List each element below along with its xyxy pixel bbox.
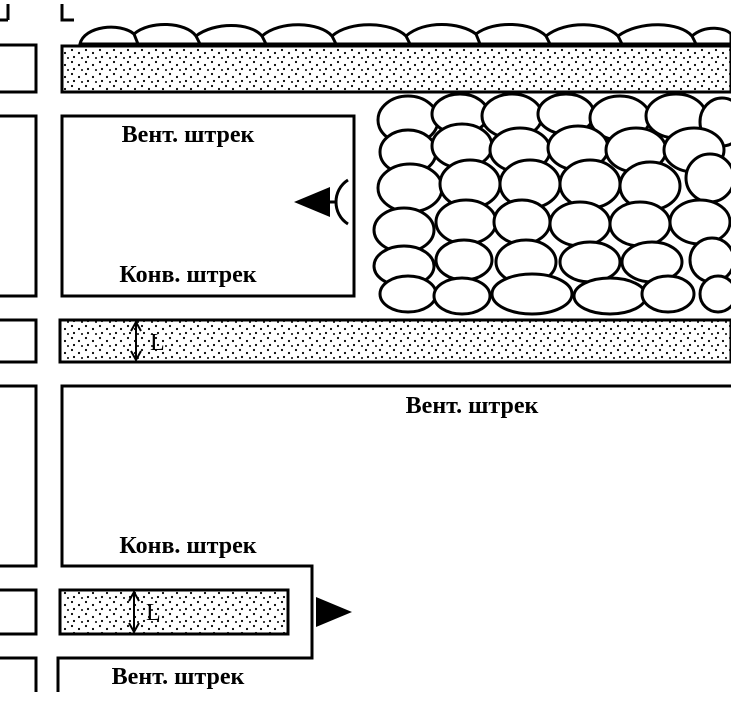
label-top-vent-drift: Вент. штрек: [122, 122, 255, 148]
label-pillar-width-lower: L: [146, 600, 161, 626]
label-mid-vent-drift: Вент. штрек: [406, 393, 539, 419]
label-bottom-vent-drift: Вент. штрек: [112, 664, 245, 690]
label-mid-conveyor-drift: Конв. штрек: [119, 533, 256, 559]
goaf-rubble: [372, 92, 731, 316]
label-pillar-width-upper: L: [150, 330, 165, 356]
pillar-width-dimension-lower: [128, 589, 140, 635]
lower-pillar: [58, 588, 290, 636]
middle-pillar: [58, 318, 731, 364]
top-goaf-rocks: [78, 22, 731, 46]
left-roadway-edges: [0, 4, 74, 692]
label-top-conveyor-drift: Конв. штрек: [119, 262, 256, 288]
face-advance-arrow-left: [294, 178, 349, 226]
top-pillar: [60, 44, 731, 94]
pillar-width-dimension-upper: [130, 319, 142, 363]
middle-panel: [56, 384, 731, 692]
